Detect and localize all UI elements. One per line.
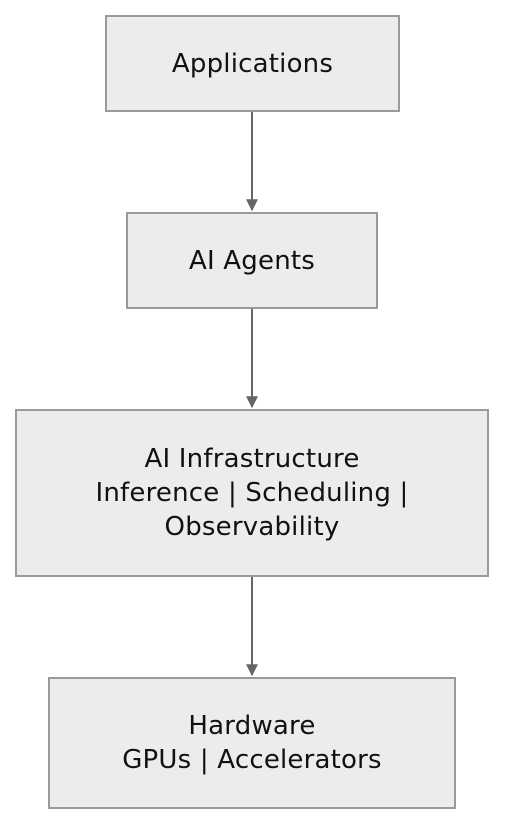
hardware-node-line-2: GPUs | Accelerators <box>122 745 382 775</box>
hardware-node: Hardware GPUs | Accelerators <box>48 677 456 809</box>
ai-infrastructure-node-line-3: Observability <box>164 512 340 542</box>
ai-agents-node: AI Agents <box>126 212 378 309</box>
ai-infrastructure-node-title: AI Infrastructure <box>144 444 360 474</box>
ai-agents-node-label: AI Agents <box>188 245 316 276</box>
hardware-node-title: Hardware <box>188 711 316 741</box>
ai-infrastructure-node: AI Infrastructure Inference | Scheduling… <box>15 409 489 577</box>
ai-infrastructure-node-line-2: Inference | Scheduling | <box>95 478 409 508</box>
applications-node: Applications <box>105 15 400 112</box>
applications-node-label: Applications <box>171 48 334 79</box>
